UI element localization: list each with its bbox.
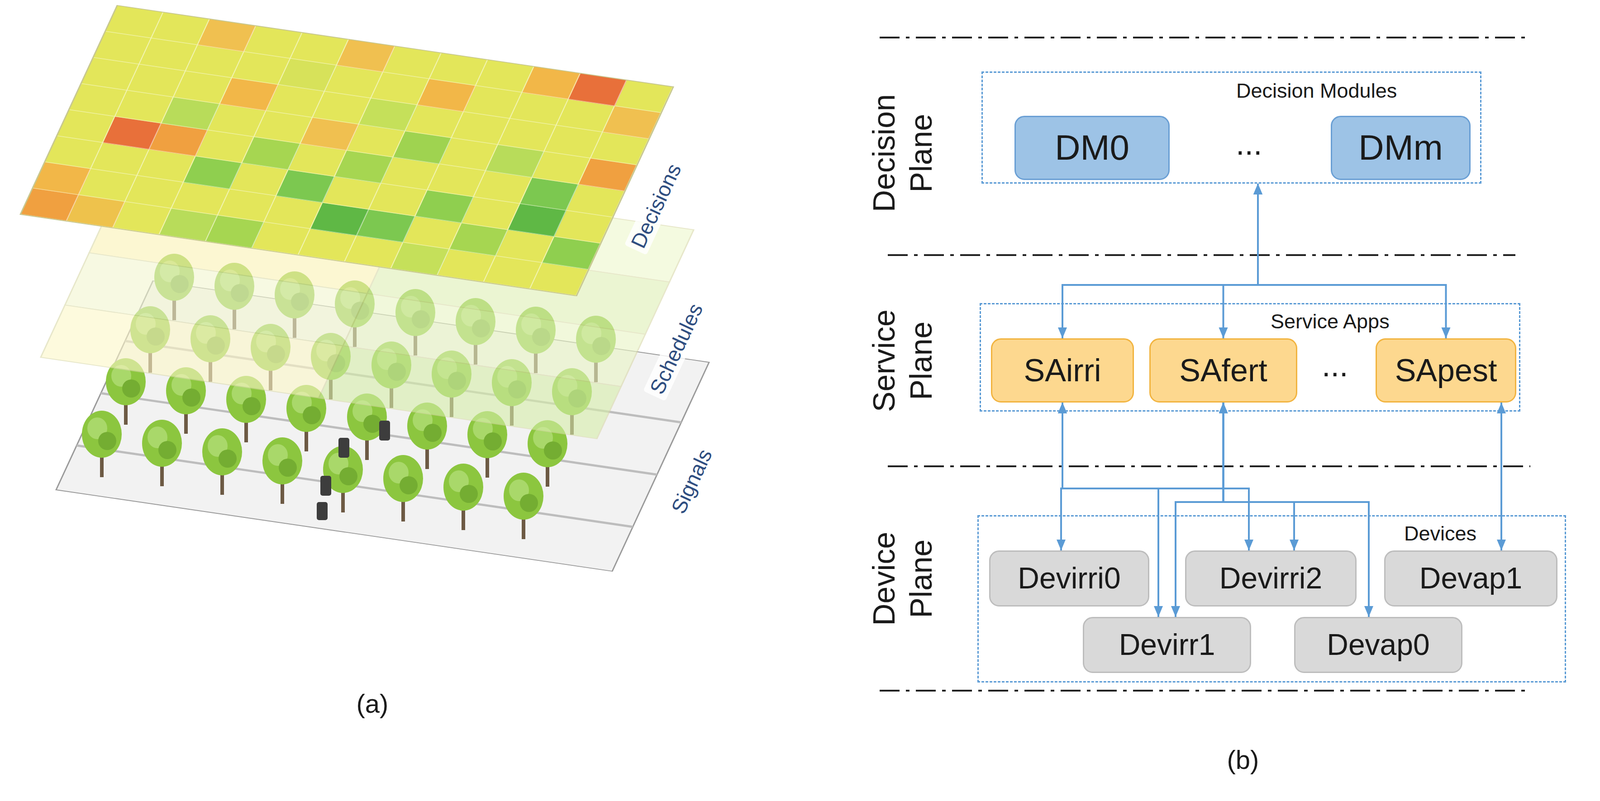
group-title: Devices — [1404, 522, 1477, 546]
plane-label: Decision Plane — [866, 94, 939, 213]
module-box: Devirri0 — [989, 550, 1150, 607]
module-box: SAirri — [990, 338, 1134, 403]
module-label: Devap0 — [1326, 628, 1430, 663]
module-label: SAfert — [1179, 352, 1268, 390]
subfigure-label-holder: (b) — [1227, 744, 1260, 776]
module-box: SApest — [1375, 338, 1517, 403]
module-box: SAfert — [1149, 338, 1298, 403]
connector-arrow — [1223, 183, 1259, 339]
ellipsis-holder: ... — [1321, 347, 1348, 385]
module-box: DMm — [1330, 115, 1471, 181]
connector-arrow — [1257, 183, 1447, 339]
group-box: Service AppsSAirri SAfert SApest — [979, 303, 1521, 412]
layer-label-holder: Signals — [664, 442, 719, 521]
connector-arrow — [1062, 402, 1249, 551]
module-label: DMm — [1358, 127, 1443, 169]
ellipsis: ... — [1321, 347, 1348, 384]
group-title: Decision Modules — [1236, 79, 1397, 103]
module-box: Devap0 — [1294, 617, 1463, 674]
plane-label: Service Plane — [866, 309, 939, 413]
connector-arrow — [1223, 402, 1295, 551]
module-box: Devap1 — [1384, 550, 1558, 607]
plane-label-holder: Service Plane — [865, 285, 940, 436]
module-label: SApest — [1395, 352, 1498, 390]
module-box: Devirri2 — [1185, 550, 1357, 607]
module-label: Devap1 — [1419, 561, 1523, 596]
connector-arrow — [1500, 402, 1503, 551]
subfigure-label: (a) — [356, 689, 389, 719]
ellipsis: ... — [1235, 126, 1262, 162]
module-label: Devirri2 — [1219, 561, 1323, 596]
module-label: Devirri0 — [1017, 561, 1121, 596]
plane-label-holder: Decision Plane — [865, 78, 940, 228]
connector-arrow — [1062, 183, 1258, 339]
plane-label: Device Plane — [866, 531, 939, 626]
group-box: Decision ModulesDM0 DMm — [981, 71, 1482, 184]
subfigure-label: (b) — [1227, 745, 1260, 775]
module-label: SAirri — [1023, 352, 1101, 390]
subfigure-label-holder: (a) — [356, 688, 389, 720]
module-box: Devirr1 — [1082, 617, 1252, 674]
ellipsis-holder: ... — [1235, 125, 1262, 163]
layer-label: Signals — [666, 445, 717, 518]
module-label: Devirr1 — [1119, 628, 1216, 663]
plane-label-holder: Device Plane — [865, 504, 940, 654]
group-box: DevicesDevirri0 Devirri2 Devap1Devirr1 Deva… — [977, 515, 1567, 683]
module-label: DM0 — [1054, 127, 1130, 169]
group-title: Service Apps — [1270, 309, 1390, 334]
module-box: DM0 — [1014, 115, 1170, 181]
